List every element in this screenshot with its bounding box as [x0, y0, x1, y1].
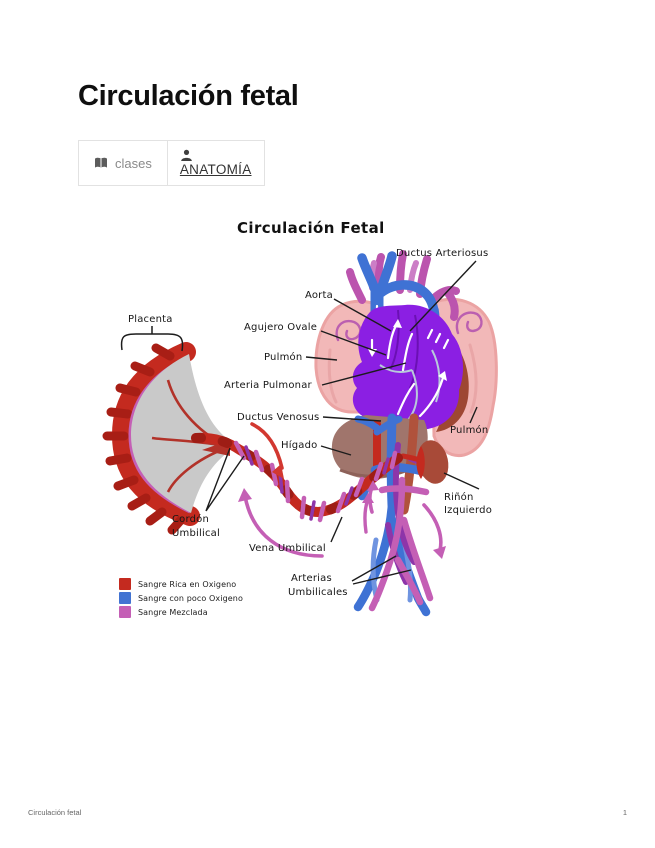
label-pulmon-izq: Pulmón [264, 351, 302, 363]
pointer-higado [320, 445, 352, 456]
label-arteria-pulmonar: Arteria Pulmonar [224, 380, 313, 391]
category-link[interactable]: ANATOMÍA [179, 162, 252, 177]
pointer-ductus-arteriosus [409, 260, 477, 332]
tag-category: ANATOMÍA [166, 140, 265, 186]
flow-arrows [238, 422, 446, 559]
label-ductus-venosus: Ductus Venosus [237, 412, 319, 423]
placenta-bracket [120, 326, 184, 352]
footer-title: Circulación fetal [28, 808, 82, 817]
pointer-arterias [351, 555, 412, 585]
lung-shading-strokes [327, 343, 478, 414]
red-flow-arrow [250, 422, 284, 470]
label-rinon-line2: Izquierdo [444, 505, 492, 516]
pointer-pulmon-der [469, 406, 478, 424]
heart-creases [389, 309, 419, 389]
heart-illustration [352, 304, 464, 431]
cord-magenta-wraps [233, 440, 398, 523]
heart-body [352, 304, 464, 431]
right-lung-curl-arrow [455, 311, 483, 335]
page-title: Circulación fetal [78, 80, 299, 112]
heart-arrow-head-1 [393, 319, 402, 328]
pointer-pulmon-izq [305, 356, 338, 361]
diagram-title: Circulación Fetal [237, 219, 385, 237]
person-icon [181, 149, 192, 161]
placenta-illustration [102, 342, 230, 535]
label-higado: Hígado [281, 439, 317, 451]
legend-label-mixed: Sangre Mezclada [138, 608, 208, 617]
label-placenta: Placenta [128, 314, 173, 325]
tag-clases: clases [78, 140, 168, 186]
magenta-down-arrowhead [433, 546, 446, 559]
heart-flow-arrows [370, 320, 450, 418]
magenta-return-arrow [243, 494, 324, 558]
magenta-small-up-arrow [363, 497, 370, 534]
kidney-hilum-red [416, 446, 425, 479]
cord-purple-wraps [244, 445, 390, 521]
pointer-aorta [333, 298, 392, 332]
label-ductus-arteriosus: Ductus Arteriosus [396, 248, 488, 259]
red-flow-arrowhead [272, 464, 284, 479]
pointer-vena-umbilical [330, 516, 343, 543]
placenta-body-gray [131, 354, 230, 513]
label-aorta: Aorta [305, 290, 333, 301]
aortic-arch-blue-branches [357, 251, 440, 347]
diagram-text: Circulación Fetal Ductus Arteriosus Aort… [128, 219, 492, 598]
pointer-agujero-ovale [320, 330, 387, 356]
pointer-ductus-venosus [322, 416, 382, 422]
heart-arrow-head-2 [438, 371, 447, 381]
tag-row: clases ANATOMÍA [78, 140, 265, 186]
pelvic-magenta-vessels [368, 476, 434, 612]
magenta-down-arrow [422, 503, 443, 552]
legend-swatch-mixed [119, 606, 131, 618]
magenta-up-arrowhead [367, 480, 379, 491]
umbilical-cord-illustration [191, 432, 403, 523]
pulmonary-vessels-magenta [346, 250, 460, 321]
magenta-return-arrowhead [238, 488, 252, 502]
label-cordon-line2: Umbilical [172, 528, 220, 539]
label-arterias-line2: Umbilicales [288, 587, 348, 598]
kidney-illustration [400, 440, 449, 484]
footer-page-number: 1 [622, 808, 627, 817]
pointer-arteria-pulmonar [321, 362, 407, 386]
kidney-shape [417, 440, 449, 484]
label-arterias-line1: Arterias [291, 573, 332, 584]
pointer-cordon [205, 447, 245, 512]
legend-swatch-oxygen-rich [119, 578, 131, 590]
label-vena-umbilical: Vena Umbilical [249, 543, 326, 554]
label-cordon-line1: Cordón [172, 513, 209, 525]
placenta-fringe-lumps [102, 343, 185, 535]
pointer-rinon [443, 472, 480, 490]
tag-clases-label: clases [115, 155, 152, 171]
legend-label-oxygen-poor: Sangre con poco Oxigeno [138, 594, 243, 603]
book-icon [95, 157, 107, 168]
magenta-small-up-arrowhead [362, 493, 374, 503]
label-pointer-lines [120, 260, 480, 585]
legend-swatch-oxygen-poor [119, 592, 131, 604]
renal-artery-red [400, 453, 423, 463]
diagram-legend: Sangre Rica en Oxigeno Sangre con poco O… [119, 578, 243, 618]
label-rinon-line1: Riñón [444, 491, 474, 503]
label-agujero-ovale: Agujero Ovale [244, 322, 317, 333]
label-pulmon-der: Pulmón [450, 424, 488, 436]
legend-label-oxygen-rich: Sangre Rica en Oxigeno [138, 580, 236, 589]
